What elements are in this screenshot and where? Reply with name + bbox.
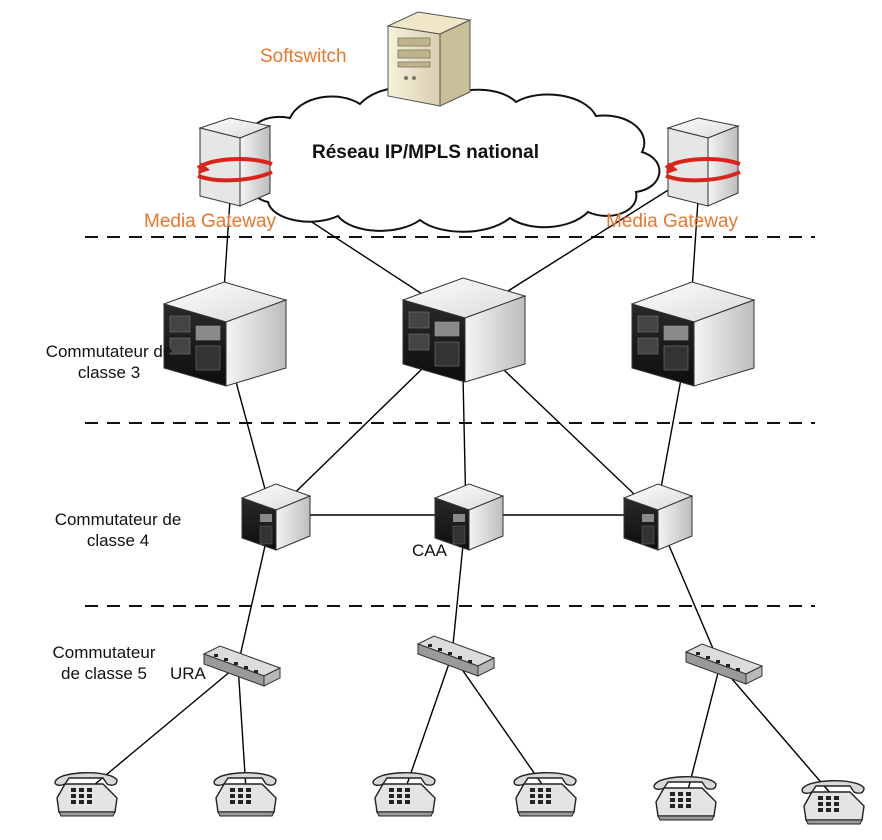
switch-cabinet-icon [401,277,527,383]
class5-label-line2: de classe 5 [61,664,147,683]
ura-label: URA [170,664,206,683]
router-icon [664,117,741,207]
router-icon [196,117,273,207]
media-gateway-right-label: Media Gateway [606,211,739,232]
telephone-icon [213,772,277,817]
class3-label-line2: classe 3 [77,363,141,382]
connection-lines [87,169,833,796]
switch-cabinet-icon [630,281,756,387]
cloud-icon [229,86,661,233]
cloud-label: Réseau IP/MPLS national [312,142,539,163]
telephone-icon [54,772,118,817]
telephones [54,772,865,825]
switch-cabinet-small-icon [240,483,312,551]
layer-separators [85,236,815,607]
server-tower-icon [386,11,472,107]
softswitch-label: Softswitch [260,46,347,67]
class5-label-line1: Commutateur [52,643,156,662]
caa-label: CAA [412,541,447,560]
telephone-icon [653,776,717,821]
class4-label-line2: classe 4 [86,531,150,550]
telephone-icon [801,780,865,825]
class4-label: Commutateur de classe 4 [34,509,202,551]
class3-label: Commutateur de classe 3 [28,341,190,383]
switch-cabinet-icon [162,281,288,387]
media-gateway-left-label: Media Gateway [144,211,277,232]
telephone-icon [372,772,436,817]
hub-icon [684,643,764,685]
hub-icon [202,645,282,687]
switch-cabinet-small-icon [433,483,505,551]
class4-label-line1: Commutateur de [54,510,182,529]
class5-label: Commutateur de classe 5 [34,642,174,684]
telephone-icon [513,772,577,817]
hub-icon [416,635,496,677]
class3-label-line1: Commutateur de [45,342,173,361]
switch-cabinet-small-icon [622,483,694,551]
